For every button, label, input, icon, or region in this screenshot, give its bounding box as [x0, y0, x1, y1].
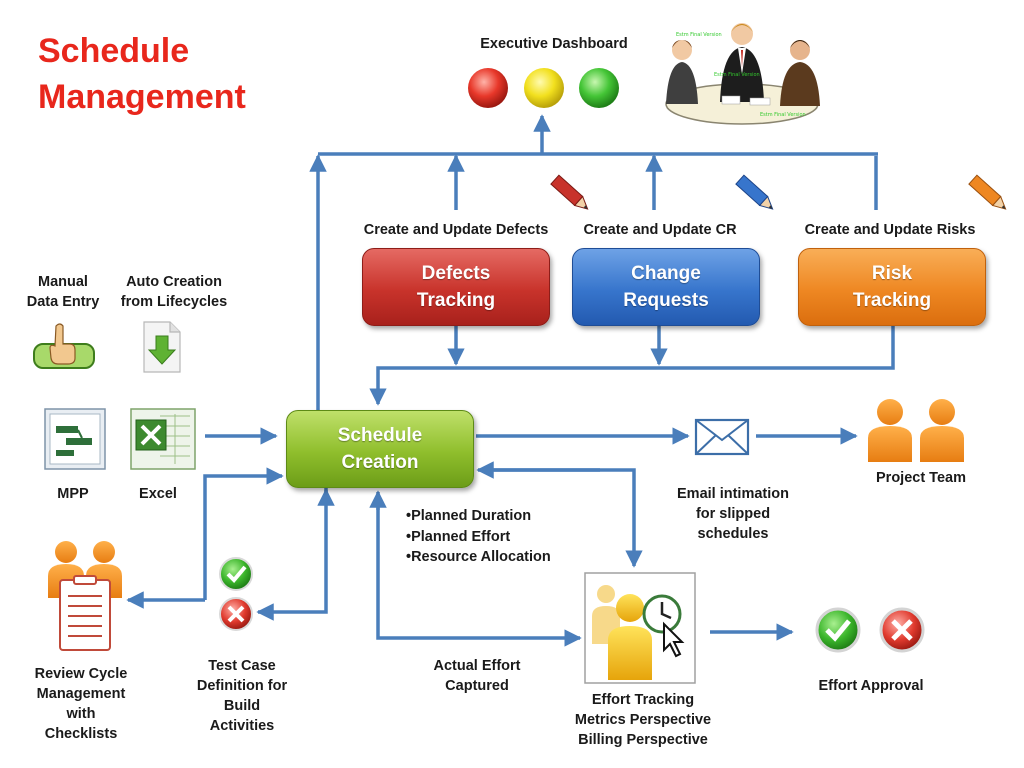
project-team-icon — [868, 399, 964, 462]
hand-pointer-icon — [33, 323, 95, 369]
test-case-label: Test Case Definition for Build Activitie… — [196, 658, 288, 734]
schedule-creation-box[interactable]: Schedule Creation — [286, 410, 474, 488]
mpp-label: MPP — [57, 486, 89, 502]
bullet-resource-allocation: Resource Allocation — [406, 547, 551, 568]
approve-icon — [815, 607, 861, 653]
meeting-illustration-icon: Estm Final Version Estm Final Version Es… — [665, 23, 820, 125]
meeting-note-3: Estm Final Version — [760, 112, 806, 118]
schedule-bullets: Planned Duration Planned Effort Resource… — [406, 506, 551, 568]
effort-tracking-label: Effort Tracking Metrics Perspective Bill… — [574, 692, 712, 748]
actual-effort-label: Actual Effort Captured — [433, 658, 521, 694]
meeting-note-1: Estm Final Version — [676, 32, 722, 38]
excel-label: Excel — [139, 486, 177, 502]
download-page-icon — [143, 321, 181, 373]
page-title: Schedule Management — [38, 28, 246, 120]
risks-update-label: Create and Update Risks — [804, 222, 976, 238]
blue-pencil-icon — [735, 174, 774, 210]
risk-tracking-box[interactable]: Risk Tracking — [798, 248, 986, 326]
reject-icon — [879, 607, 925, 653]
review-checklist-icon — [48, 541, 122, 651]
email-intimation-label: Email intimation for slipped schedules — [677, 486, 789, 542]
effort-tracking-icon — [584, 572, 696, 684]
cross-icon — [219, 597, 253, 631]
title-line-2: Management — [38, 78, 246, 116]
change-requests-box[interactable]: Change Requests — [572, 248, 760, 326]
traffic-light-icons — [468, 68, 619, 108]
dashboard-label: Executive Dashboard — [480, 36, 628, 52]
red-pencil-icon — [550, 174, 589, 210]
excel-file-icon — [130, 408, 196, 470]
title-line-1: Schedule — [38, 32, 190, 70]
mpp-file-icon — [44, 408, 106, 470]
envelope-icon — [694, 418, 750, 456]
check-icon — [219, 557, 253, 591]
project-team-label: Project Team — [876, 470, 966, 486]
defects-tracking-box[interactable]: Defects Tracking — [362, 248, 550, 326]
effort-approval-label: Effort Approval — [818, 678, 924, 694]
test-case-status-icons — [219, 557, 253, 631]
bullet-planned-effort: Planned Effort — [406, 527, 551, 548]
meeting-note-2: Estm Final Version — [714, 72, 760, 78]
defects-update-label: Create and Update Defects — [363, 222, 549, 238]
cr-update-label: Create and Update CR — [583, 222, 737, 238]
red-light-icon — [468, 68, 508, 108]
manual-entry-label: Manual Data Entry — [26, 274, 100, 310]
review-cycle-label: Review Cycle Management with Checklists — [34, 666, 128, 742]
bullet-planned-duration: Planned Duration — [406, 506, 551, 527]
orange-pencil-icon — [968, 174, 1007, 210]
yellow-light-icon — [524, 68, 564, 108]
auto-creation-label: Auto Creation from Lifecycles — [120, 274, 228, 310]
effort-approval-icons — [815, 607, 925, 653]
green-light-icon — [579, 68, 619, 108]
